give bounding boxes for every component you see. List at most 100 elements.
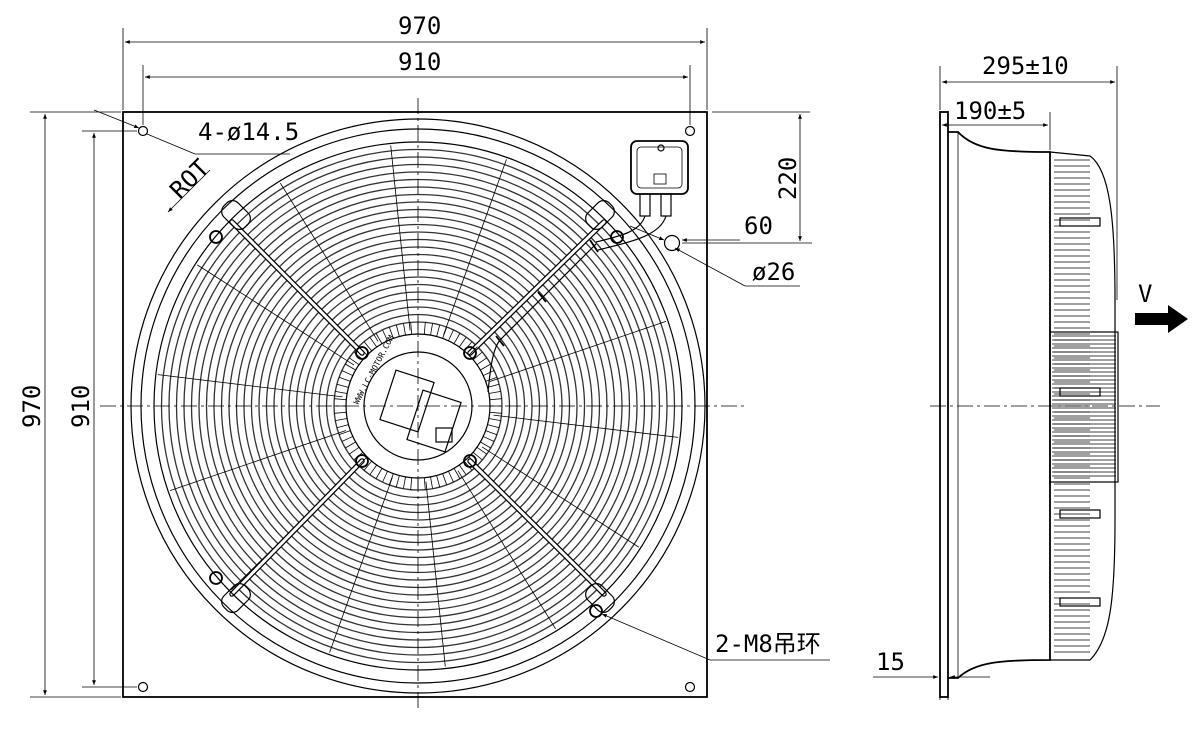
- cooling-fin: [453, 333, 461, 344]
- hub-bolt: [463, 454, 477, 468]
- motor-fins-side: [1052, 335, 1116, 477]
- mounting-hole-br: [684, 681, 696, 693]
- grille-radial-wire: [197, 264, 355, 366]
- cooling-fin: [483, 436, 495, 442]
- cooling-fin: [442, 473, 448, 486]
- cooling-fin: [463, 460, 473, 471]
- support-spoke-inner: [230, 459, 364, 596]
- front-view: WWW.LC-MOTOR.COM: [18, 12, 830, 712]
- cooling-fin: [448, 471, 454, 483]
- cooling-fin: [375, 333, 383, 344]
- fan-guard-spokes: [153, 141, 683, 671]
- cooling-fin: [369, 464, 378, 476]
- cooling-fin: [487, 424, 500, 429]
- grille-radial-wire: [425, 481, 446, 667]
- motor-body-side: [1049, 331, 1119, 483]
- cooling-fin: [410, 477, 413, 490]
- cooling-fin: [375, 468, 383, 479]
- hub-bolt: [355, 454, 369, 468]
- holes-callout: 4-ø14.5: [198, 118, 299, 146]
- guard-bracket: [1059, 509, 1101, 519]
- hub-bolt: [355, 346, 369, 360]
- mounting-hole-tr: [684, 125, 696, 137]
- cooling-fin: [336, 424, 349, 429]
- cooling-fin: [403, 323, 406, 336]
- support-spoke-inner: [468, 459, 606, 596]
- grille-radial-wire: [169, 430, 347, 491]
- cooling-fin: [468, 346, 478, 356]
- cooling-fin: [489, 398, 502, 401]
- dim-box-height: 220: [774, 157, 802, 200]
- mounting-hole-bl: [137, 681, 149, 693]
- cooling-fin: [410, 322, 413, 335]
- grille-radial-wire: [443, 159, 507, 335]
- cooling-fin: [348, 446, 360, 455]
- cooling-fin: [436, 475, 441, 488]
- cooling-fin: [436, 324, 441, 337]
- rotation-arrow: [167, 169, 211, 213]
- cooling-fin: [485, 430, 498, 436]
- cooling-fin: [382, 471, 388, 483]
- cooling-fin: [476, 357, 488, 366]
- rotation-label: ROT: [164, 154, 214, 204]
- cooling-fin: [458, 464, 467, 476]
- grille-radial-wire: [390, 145, 411, 331]
- cooling-fin: [341, 436, 353, 442]
- dim-flange: 15: [876, 648, 905, 676]
- cooling-fin: [458, 336, 467, 348]
- cooling-fin: [430, 476, 433, 489]
- flange-plate: [939, 111, 949, 698]
- cooling-fin: [403, 476, 406, 489]
- cooling-fin: [485, 376, 498, 382]
- cooling-fin: [358, 456, 368, 466]
- cooling-fin: [388, 326, 394, 339]
- cooling-fin: [335, 391, 348, 394]
- hub-logo-icon: [435, 427, 453, 443]
- airflow-label: V: [1138, 280, 1152, 308]
- lifting-eye-callout: 2-M8吊环: [715, 630, 821, 658]
- mounting-hole-tl: [137, 125, 149, 137]
- guard-mount-tabs: [209, 200, 624, 618]
- grille-radial-wire: [493, 414, 679, 438]
- cooling-fin: [363, 341, 373, 352]
- guard-profile: [1049, 151, 1116, 661]
- guard-bracket: [1059, 217, 1101, 227]
- cooling-fin: [338, 430, 351, 436]
- junction-box-logo-icon: [653, 173, 667, 185]
- mounting-plate: [122, 111, 708, 698]
- cooling-fin: [363, 460, 373, 471]
- dim-width-outer: 970: [398, 12, 441, 40]
- conduit-entry: [663, 234, 681, 252]
- cooling-fin: [489, 411, 502, 414]
- dim-housing-depth: 190±5: [954, 97, 1026, 125]
- cooling-fin: [472, 351, 483, 361]
- grille-radial-wire: [157, 374, 343, 398]
- cooling-fin: [476, 446, 488, 455]
- cooling-fin: [423, 477, 426, 490]
- cooling-fin: [388, 473, 394, 486]
- dim-conduit-diameter: ø26: [752, 258, 795, 286]
- cooling-fin: [448, 329, 454, 341]
- cooling-fin: [453, 468, 461, 479]
- support-spoke-inner: [468, 220, 606, 355]
- cooling-fin: [488, 391, 501, 394]
- cooling-fin: [338, 376, 351, 382]
- cooling-fin: [442, 326, 448, 339]
- cooling-fin: [348, 357, 360, 366]
- cooling-fin: [488, 418, 501, 421]
- dim-total-depth: 295±10: [982, 52, 1069, 80]
- cooling-fin: [395, 324, 400, 337]
- junction-box: [595, 140, 689, 252]
- dim-box-offset: 60: [744, 212, 773, 240]
- cooling-fin: [334, 411, 347, 414]
- hub-website-text: WWW.LC-MOTOR.COM: [352, 334, 396, 406]
- cooling-fin: [335, 418, 348, 421]
- cooling-fin: [487, 383, 500, 388]
- airflow-arrow-icon: [1135, 305, 1188, 333]
- grille-radial-wire: [280, 182, 379, 342]
- cooling-fin: [395, 475, 400, 488]
- cooling-fin: [345, 441, 356, 449]
- cooling-fin: [480, 441, 491, 449]
- cooling-fin: [480, 363, 491, 371]
